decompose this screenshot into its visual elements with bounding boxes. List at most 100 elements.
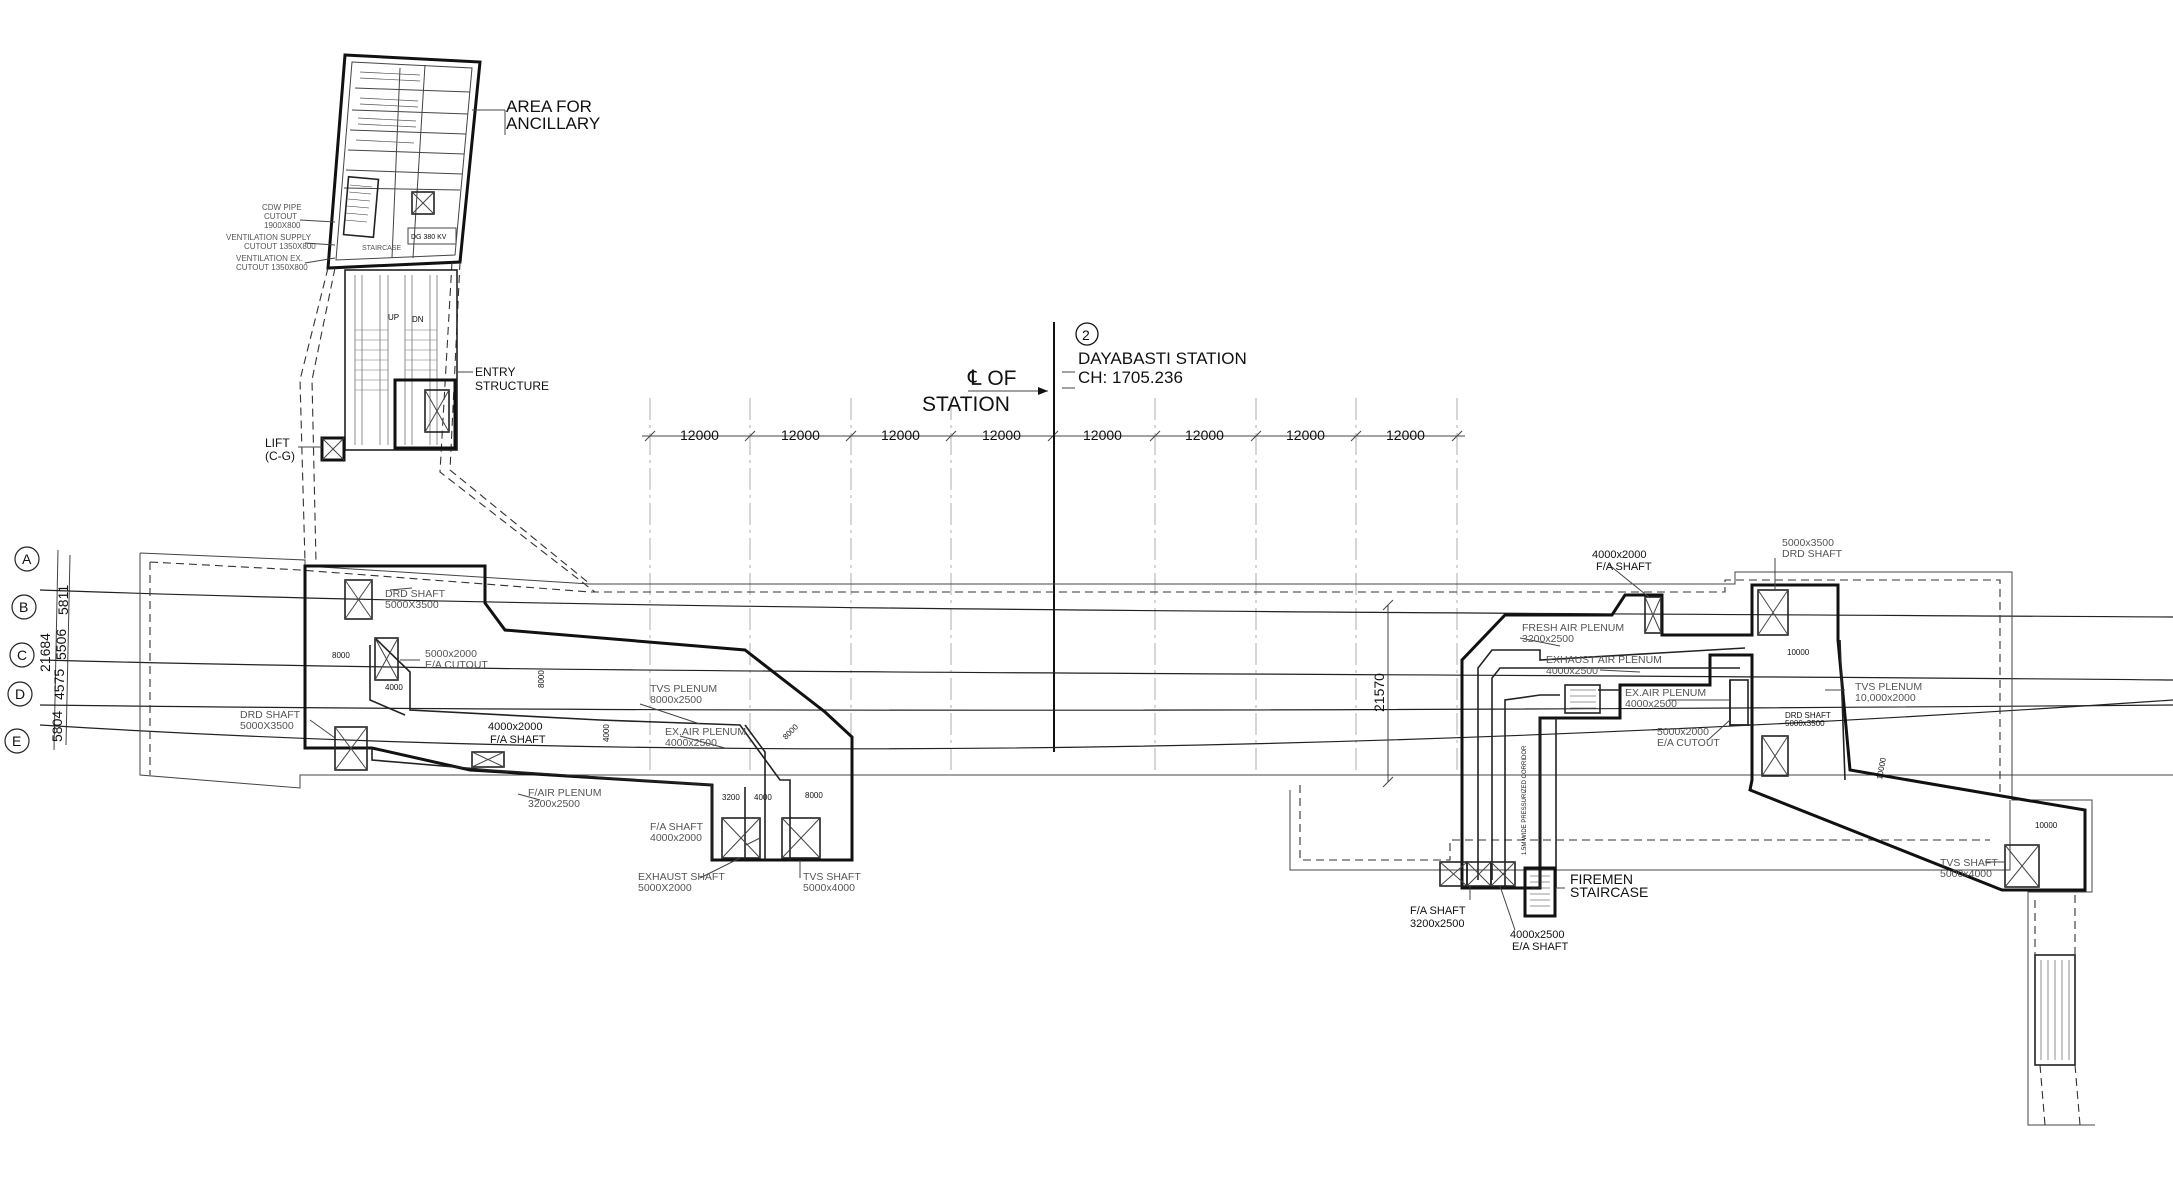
up-label: UP <box>388 313 399 322</box>
west-exhaust-shaft-2: 5000X2000 <box>638 882 692 894</box>
east-end-structure: 4000x2000 F/A SHAFT 5000x3500 DRD SHAFT … <box>1410 537 2087 1126</box>
bay-dim-7: 12000 <box>1286 427 1325 443</box>
grid-offset-2: 4575 <box>51 669 67 700</box>
firemen-staircase-2: STAIRCASE <box>1570 884 1648 900</box>
west-exhaust-shaft-1: EXHAUST SHAFT <box>638 871 725 883</box>
west-ea-cutout-1: 5000x2000 <box>425 648 477 660</box>
grid-offset-4: 5811 <box>55 585 71 615</box>
overall-width-dimension: 21570 <box>1371 599 1394 788</box>
pressurized-corridor-label: 1.5M WIDE PRESSURIZED CORRIDOR <box>1522 745 1528 855</box>
east-drd-shaft-small-1: DRD SHAFT <box>1785 711 1831 720</box>
lift-label-1: LIFT <box>265 436 290 450</box>
west-fa-shaft-small-1: F/A SHAFT <box>650 821 704 833</box>
firemen-staircase-1: FIREMEN <box>1570 871 1633 887</box>
bay-dim-3: 12000 <box>881 427 920 443</box>
west-tvs-shaft-1: TVS SHAFT <box>803 871 861 883</box>
west-ex-air-plenum-2: 4000x2500 <box>665 737 717 749</box>
vent-exhaust-1: VENTILATION EX. <box>236 254 303 263</box>
west-dim-5: 8000 <box>781 722 800 741</box>
west-drd-shaft-bottom-2: 5000X3500 <box>240 720 294 732</box>
vent-supply-1: VENTILATION SUPPLY <box>226 233 312 242</box>
east-exhaust-air-plenum-1: EXHAUST AIR PLENUM <box>1546 654 1662 666</box>
bay-dim-2: 12000 <box>781 427 820 443</box>
west-fa-shaft-1: 4000x2000 <box>488 721 542 733</box>
overall-width-label: 21570 <box>1371 673 1387 712</box>
west-fa-shaft-2: F/A SHAFT <box>490 734 546 746</box>
grid-axis-b: B <box>19 599 28 615</box>
west-tvs-plenum-2: 8000x2500 <box>650 694 702 706</box>
east-exhaust-air-plenum-2: 4000x2500 <box>1546 665 1598 677</box>
centerline-marker: 2 <box>1082 327 1090 343</box>
east-fresh-air-plenum-2: 3200x2500 <box>1522 633 1574 645</box>
west-ea-cutout-2: E/A CUTOUT <box>425 659 488 671</box>
west-drd-shaft-bottom-1: DRD SHAFT <box>240 709 301 721</box>
east-tvs-shaft-1: TVS SHAFT <box>1940 857 1998 869</box>
east-tvs-plenum-2: 10,000x2000 <box>1855 692 1916 704</box>
east-ea-cutout-1: 5000x2000 <box>1657 726 1709 738</box>
east-tvs-shaft-2: 5000x4000 <box>1940 868 1992 880</box>
west-fa-shaft-small-2: 4000x2000 <box>650 832 702 844</box>
west-dim-3: 8000 <box>537 670 546 688</box>
east-ea-shaft-bottom-2: E/A SHAFT <box>1512 941 1569 953</box>
east-ex-air-plenum-2: 4000x2500 <box>1625 698 1677 710</box>
west-drd-shaft-top-1: DRD SHAFT <box>385 588 446 600</box>
east-drd-shaft-top-2: DRD SHAFT <box>1782 548 1843 560</box>
west-ex-air-plenum-1: EX.AIR PLENUM <box>665 726 746 738</box>
cdw-pipe-2: CUTOUT <box>264 212 297 221</box>
bay-dim-8: 12000 <box>1386 427 1425 443</box>
grid-axis-a: A <box>22 551 32 567</box>
entry-structure: DG 380 KV STAIRCASE <box>226 53 600 593</box>
lift-label-2: (C-G) <box>265 449 295 463</box>
east-ea-shaft-bottom-1: 4000x2500 <box>1510 929 1564 941</box>
east-fa-shaft-top-2: F/A SHAFT <box>1596 561 1652 573</box>
grid-offset-3: 5506 <box>53 629 69 660</box>
centerline-label-2: STATION <box>922 393 1010 416</box>
west-f-air-plenum-2: 3200x2500 <box>528 798 580 810</box>
east-dim-1: 10000 <box>1787 648 1810 657</box>
west-dim-8: 8000 <box>805 791 823 800</box>
bay-dim-6: 12000 <box>1185 427 1224 443</box>
west-tvs-shaft-2: 5000x4000 <box>803 882 855 894</box>
ancillary-label-1: AREA FOR <box>506 97 592 116</box>
grid-axis-d: D <box>15 686 25 702</box>
grid-axes: A B C D E 21684 5804 4575 5506 5811 <box>4 546 71 754</box>
vent-supply-2: CUTOUT 1350X800 <box>244 242 316 251</box>
station-name: DAYABASTI STATION <box>1078 349 1247 368</box>
dg-label: DG 380 KV <box>411 234 447 241</box>
station-box <box>139 552 2173 1126</box>
dn-label: DN <box>412 315 424 324</box>
west-drd-shaft-top-2: 5000X3500 <box>385 599 439 611</box>
west-dim-1: 8000 <box>332 651 350 660</box>
grid-axis-c: C <box>17 647 27 663</box>
entry-structure-label-2: STRUCTURE <box>475 379 549 393</box>
west-dim-4: 4000 <box>602 724 611 742</box>
west-dim-7: 4000 <box>754 793 772 802</box>
east-drd-shaft-small-2: 5000x3500 <box>1785 719 1825 728</box>
bay-dim-4: 12000 <box>982 427 1021 443</box>
centerline-label-1: ℄ OF <box>967 367 1016 390</box>
vent-exhaust-2: CUTOUT 1350X800 <box>236 263 308 272</box>
west-tvs-plenum-1: TVS PLENUM <box>650 683 717 695</box>
west-dim-6: 3200 <box>722 793 740 802</box>
east-fresh-air-plenum-1: FRESH AIR PLENUM <box>1522 622 1624 634</box>
station-chainage: CH: 1705.236 <box>1078 368 1183 387</box>
east-dim-3: 10000 <box>2035 821 2058 830</box>
grid-offset-total: 21684 <box>37 633 53 672</box>
west-dim-2: 4000 <box>385 683 403 692</box>
grid-axis-e: E <box>12 733 21 749</box>
east-ea-cutout-2: E/A CUTOUT <box>1657 737 1720 749</box>
entry-structure-label-1: ENTRY <box>475 365 515 379</box>
bay-dim-1: 12000 <box>680 427 719 443</box>
east-fa-shaft-top-1: 4000x2000 <box>1592 549 1646 561</box>
east-drd-shaft-top-1: 5000x3500 <box>1782 537 1834 549</box>
bay-dim-5: 12000 <box>1083 427 1122 443</box>
staircase-label: STAIRCASE <box>362 245 401 252</box>
east-dim-2: 10000 <box>1875 756 1888 780</box>
west-f-air-plenum-1: F/AIR PLENUM <box>528 787 602 799</box>
cdw-pipe-3: 1900X800 <box>264 221 301 230</box>
east-fa-shaft-bottom-1: F/A SHAFT <box>1410 905 1466 917</box>
west-end-structure: DRD SHAFT 5000X3500 5000x2000 E/A CUTOUT… <box>240 564 861 894</box>
station-centerline: 2 DAYABASTI STATION CH: 1705.236 ℄ OF ST… <box>922 322 1247 752</box>
ancillary-label-2: ANCILLARY <box>506 114 600 133</box>
